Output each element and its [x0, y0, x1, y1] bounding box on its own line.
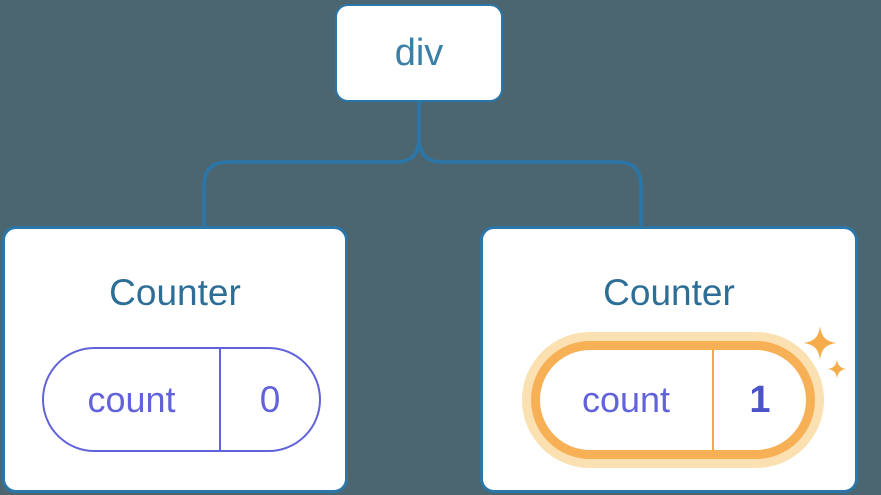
state-name-label: count	[540, 350, 714, 450]
counter-card-right: Counter count 1	[480, 226, 858, 493]
sparkle-large-icon	[803, 326, 837, 360]
sparkle-icon	[803, 326, 847, 379]
state-pill: count 0	[42, 347, 321, 452]
state-value: 0	[259, 378, 281, 420]
counter-card-left: Counter count 0	[2, 226, 348, 493]
root-node-label: div	[394, 31, 444, 74]
state-value: 1	[749, 378, 771, 421]
state-pill-highlighted: count 1	[531, 341, 815, 459]
root-node-div: div	[335, 4, 503, 102]
connector-right-branch	[417, 101, 643, 229]
counter-title: Counter	[109, 272, 241, 313]
sparkle-small-icon	[827, 359, 847, 379]
connector-left-branch	[202, 101, 421, 229]
counter-title: Counter	[603, 272, 735, 313]
state-name-label: count	[44, 349, 221, 450]
